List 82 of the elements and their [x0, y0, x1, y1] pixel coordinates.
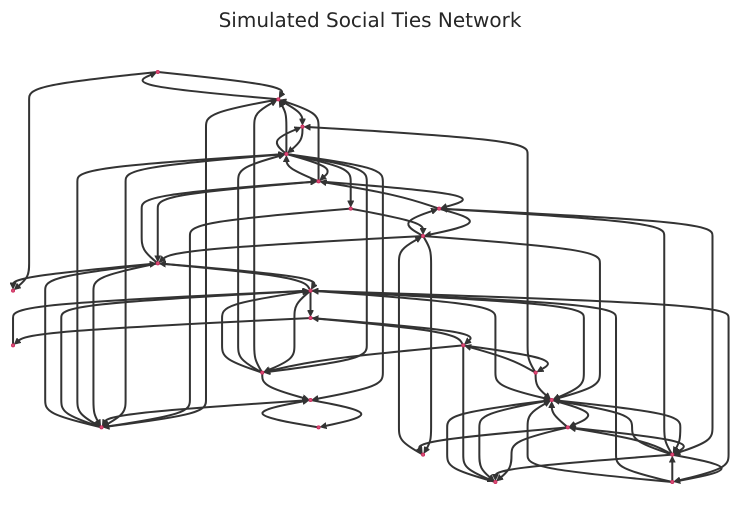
arrow: [416, 426, 566, 454]
arrow: [14, 71, 156, 290]
arrow: [398, 236, 422, 455]
arrow: [14, 317, 309, 345]
arrow: [288, 153, 384, 402]
node-circle: [156, 70, 160, 74]
arrow: [264, 153, 368, 376]
arrow: [668, 456, 676, 480]
arrow: [159, 71, 286, 98]
arrow: [264, 344, 462, 374]
node-circle: [316, 179, 321, 184]
arrow: [320, 179, 438, 210]
arrow: [12, 288, 310, 344]
node-circle: [316, 425, 321, 430]
node-circle: [534, 370, 538, 375]
arrow: [276, 126, 302, 154]
arrow: [282, 155, 318, 182]
arrow: [312, 288, 671, 483]
node-circle: [421, 452, 426, 457]
arrow: [552, 399, 590, 428]
arrow: [423, 236, 432, 454]
arrow: [10, 262, 156, 290]
arrow: [278, 100, 288, 152]
arrow: [288, 153, 329, 181]
arrow: [526, 400, 671, 483]
arrow: [221, 288, 310, 374]
arrow: [462, 346, 494, 482]
arrow: [287, 128, 304, 154]
node-circle: [11, 343, 16, 348]
arrow: [262, 398, 318, 428]
arrow: [279, 99, 306, 126]
node-circle: [99, 425, 104, 430]
arrow: [464, 344, 549, 372]
node-circle: [276, 97, 280, 102]
arrow: [446, 398, 550, 483]
node-circle: [260, 370, 264, 375]
arrow: [280, 98, 320, 180]
node-circle: [437, 206, 442, 211]
arrow: [142, 72, 277, 100]
node-circle: [493, 480, 498, 484]
arrow: [407, 208, 438, 236]
node-circle: [284, 152, 288, 156]
arrow: [534, 374, 551, 400]
arrow: [320, 180, 464, 210]
node-circle: [308, 288, 313, 293]
arrow: [261, 374, 310, 402]
arrow: [424, 235, 601, 402]
node-circle: [550, 398, 554, 402]
node-circle: [421, 234, 426, 238]
node-circle: [348, 206, 353, 211]
node-circle: [670, 452, 674, 457]
arrow: [158, 235, 422, 263]
arrow: [312, 290, 730, 484]
arrow: [263, 290, 310, 373]
arrow: [424, 208, 471, 238]
arrow: [464, 344, 535, 373]
arrow: [60, 288, 310, 428]
arrow: [237, 152, 286, 373]
arrow: [440, 206, 672, 454]
chart-title: Simulated Social Ties Network: [218, 8, 522, 34]
arrow: [102, 208, 350, 430]
node-circle: [566, 425, 570, 430]
node-circle: [670, 480, 674, 484]
node-circle: [156, 261, 160, 266]
node-circle: [308, 398, 313, 402]
node-circle: [300, 124, 304, 129]
arrow: [306, 292, 314, 317]
node-circle: [461, 343, 466, 348]
arrow: [92, 262, 156, 426]
arrow: [44, 260, 156, 428]
arrow: [548, 401, 568, 428]
arrow: [288, 153, 354, 208]
arrow: [492, 454, 671, 481]
arrow: [253, 100, 278, 372]
node-circle: [308, 316, 313, 320]
arrow: [312, 399, 362, 430]
arrow: [674, 454, 723, 484]
arrow: [304, 124, 536, 372]
arrow: [352, 208, 427, 235]
node-circle: [11, 288, 16, 293]
arrow: [569, 425, 672, 455]
arrow: [496, 426, 566, 482]
